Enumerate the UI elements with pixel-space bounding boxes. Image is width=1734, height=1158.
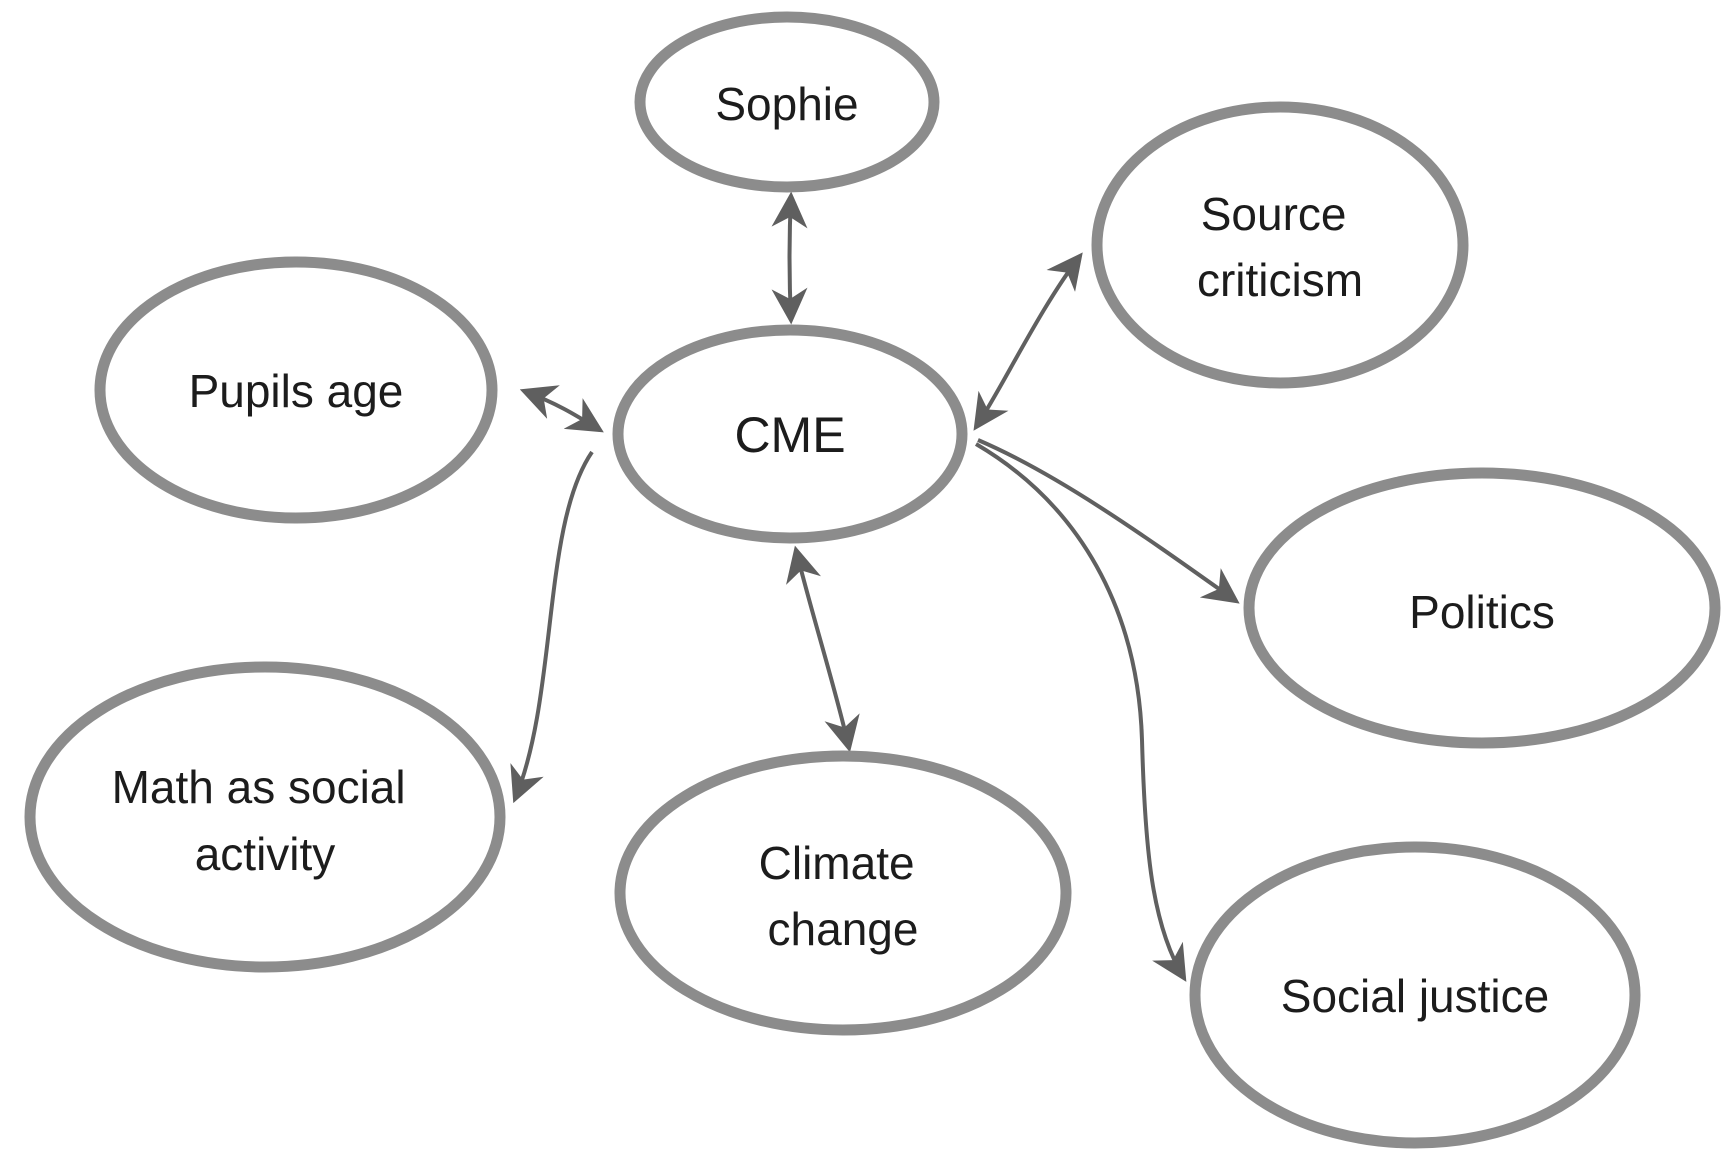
- edge-cme-social-justice: [974, 442, 1187, 982]
- node-politics-label: Politics: [1409, 586, 1555, 638]
- edge-pupils-age-cme: [519, 385, 604, 433]
- node-politics: Politics: [1243, 467, 1721, 749]
- node-cme: CME: [612, 324, 968, 544]
- node-source-criticism-ellipse: [1091, 101, 1469, 389]
- node-cme-ellipse: [612, 324, 968, 544]
- edge-cme-math-social: [510, 450, 594, 804]
- node-politics-ellipse: [1243, 467, 1721, 749]
- edge-cme-climate-change: [786, 545, 860, 753]
- edges: [510, 191, 1240, 982]
- node-pupils-age: Pupils age: [94, 256, 498, 524]
- node-sophie-label: Sophie: [715, 78, 858, 130]
- node-math-social-ellipse: [24, 661, 506, 973]
- node-math-social: Math as social activity: [24, 661, 506, 973]
- node-cme-label: CME: [734, 407, 845, 463]
- node-source-criticism-label: Source criticism: [1197, 188, 1363, 306]
- node-climate-change: Climate change: [614, 750, 1072, 1036]
- node-social-justice: Social justice: [1189, 841, 1641, 1149]
- node-social-justice-ellipse: [1189, 841, 1641, 1149]
- node-pupils-age-label: Pupils age: [189, 365, 404, 417]
- node-sophie-ellipse: [634, 11, 940, 193]
- edge-cme-source-criticism: [973, 252, 1083, 431]
- node-climate-change-label: Climate change: [759, 837, 928, 955]
- node-sophie: Sophie: [634, 11, 940, 193]
- node-math-social-label: Math as social activity: [112, 761, 419, 880]
- node-pupils-age-ellipse: [94, 256, 498, 524]
- node-climate-change-ellipse: [614, 750, 1072, 1036]
- nodes: Sophie Pupils age CME Source criticism P…: [24, 11, 1721, 1149]
- node-social-justice-label: Social justice: [1281, 970, 1549, 1022]
- edge-cme-politics: [977, 438, 1240, 604]
- edge-sophie-cme: [771, 191, 808, 325]
- node-source-criticism: Source criticism: [1091, 101, 1469, 389]
